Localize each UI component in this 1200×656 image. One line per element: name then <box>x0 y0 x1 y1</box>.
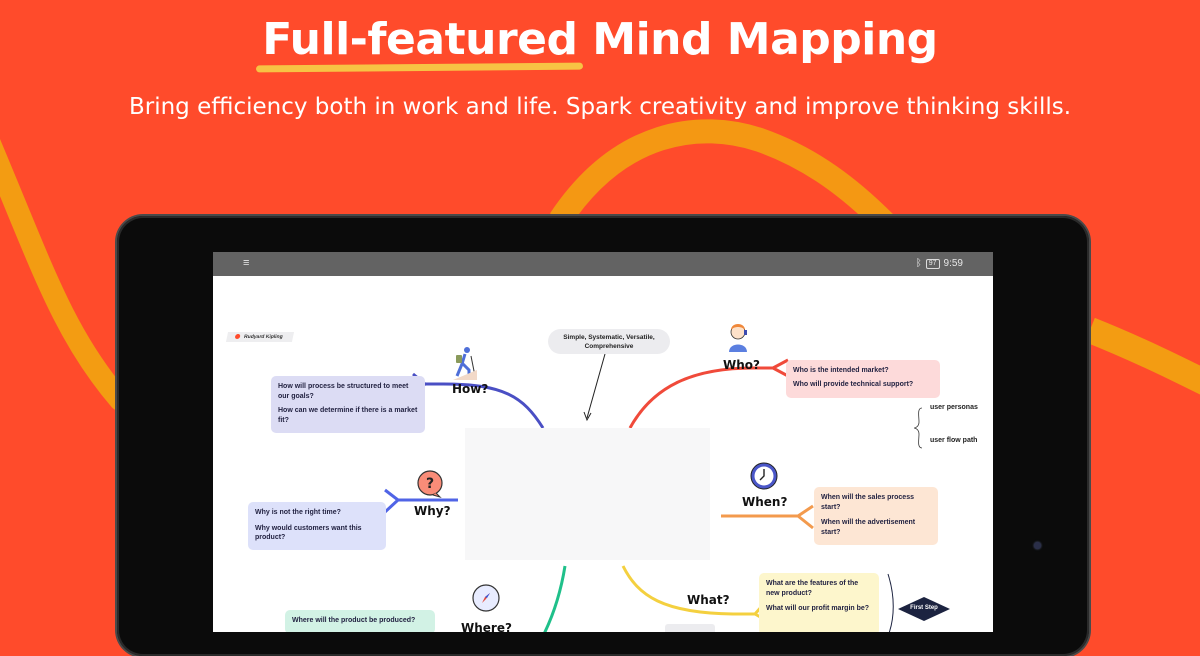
author-tag[interactable]: Rudyard Kipling <box>225 332 294 342</box>
tablet-screen: ≡ ᛒ 97 9:59 <box>213 252 993 632</box>
where-question-1: Where will the product be produced? <box>292 617 416 624</box>
what-question-2: What will our profit margin be? <box>766 605 870 612</box>
branch-label-what[interactable]: What? <box>687 593 730 607</box>
status-bar: ≡ ᛒ 97 9:59 <box>213 252 993 276</box>
branch-label-how[interactable]: How? <box>452 382 489 396</box>
bluetooth-icon: ᛒ <box>915 258 922 269</box>
hero-title-highlight: Full-featured <box>262 14 578 65</box>
who-question-1: Who is the intended market? <box>793 367 889 374</box>
tablet-camera <box>1034 542 1041 549</box>
support-agent-icon <box>725 318 751 352</box>
battery-indicator: 97 <box>925 258 940 269</box>
hiker-icon <box>453 346 477 380</box>
branch-label-who[interactable]: Who? <box>723 358 760 372</box>
when-question-2: When will the advertisement start? <box>821 519 916 536</box>
when-questions-box[interactable]: When will the sales process start? When … <box>814 487 938 545</box>
tag-dot-icon <box>234 334 241 340</box>
compass-icon <box>472 584 500 612</box>
hero-title: Full-featured Mind Mapping <box>0 14 1200 65</box>
summary-note[interactable]: Simple, Systematic, Versatile, Comprehen… <box>548 329 670 354</box>
hero-subtitle: Bring efficiency both in work and life. … <box>128 94 1072 120</box>
where-questions-box[interactable]: Where will the product be produced? <box>285 610 435 632</box>
why-question-2: Why would customers want this product? <box>255 524 362 542</box>
how-question-2: How can we determine if there is a marke… <box>278 407 418 424</box>
how-questions-box[interactable]: How will process be structured to meet o… <box>271 376 425 433</box>
central-topic[interactable] <box>465 428 710 560</box>
subtopic-user-flow-path[interactable]: user flow path <box>930 437 978 444</box>
who-question-2: Who will provide technical support? <box>793 380 914 388</box>
clock-icon <box>749 461 779 491</box>
first-step-diamond <box>898 597 950 621</box>
what-questions-box[interactable]: What are the features of the new product… <box>759 573 879 632</box>
subtopic-user-personas[interactable]: user personas <box>930 404 978 411</box>
collapsed-node[interactable] <box>665 624 715 632</box>
question-bubble-icon: ? <box>416 470 444 499</box>
why-question-1: Why is not the right time? <box>255 509 341 516</box>
when-question-1: When will the sales process start? <box>821 494 914 511</box>
branch-label-where[interactable]: Where? <box>461 621 512 632</box>
hero-title-rest: Mind Mapping <box>577 14 938 65</box>
who-questions-box[interactable]: Who is the intended market? Who will pro… <box>786 360 940 398</box>
wifi-icon: ≡ <box>243 257 250 269</box>
branch-label-why[interactable]: Why? <box>414 504 451 518</box>
first-step-label[interactable]: First Step <box>910 605 938 611</box>
mindmap-canvas[interactable]: Rudyard Kipling Simple, Systematic, Vers… <box>213 276 993 632</box>
branch-label-when[interactable]: When? <box>742 495 788 509</box>
how-question-1: How will process be structured to meet o… <box>278 383 409 400</box>
svg-text:?: ? <box>426 476 434 492</box>
why-questions-box[interactable]: Why is not the right time? Why would cus… <box>248 502 386 550</box>
what-question-1: What are the features of the new product… <box>766 580 859 597</box>
clock-time: 9:59 <box>943 258 963 269</box>
